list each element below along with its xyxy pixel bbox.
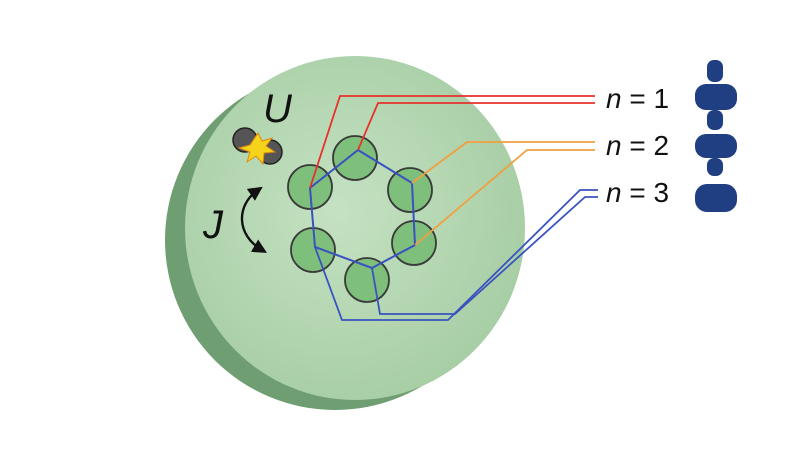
svg-text:n = 3: n = 3 bbox=[606, 177, 669, 208]
interaction-label: U bbox=[263, 87, 293, 131]
level-label-1: n = 1 bbox=[606, 83, 669, 114]
site-2 bbox=[387, 167, 433, 213]
particle-pair bbox=[232, 127, 283, 166]
stacked-pictogram-3-icon bbox=[695, 184, 737, 212]
star-burst-icon bbox=[237, 132, 277, 166]
site-4 bbox=[344, 257, 390, 303]
level-var: n bbox=[606, 83, 622, 114]
curved-double-arrow-icon bbox=[240, 186, 267, 253]
hopping-label: J bbox=[202, 203, 224, 247]
disk-face bbox=[185, 56, 525, 400]
stacked-pictogram-1-icon bbox=[695, 60, 737, 130]
level-var: n bbox=[606, 130, 622, 161]
level-value: 2 bbox=[654, 130, 670, 161]
level-eq: = bbox=[622, 130, 654, 161]
level-eq: = bbox=[622, 177, 654, 208]
stacked-pictogram-2-icon bbox=[695, 134, 737, 176]
svg-text:n = 1: n = 1 bbox=[606, 83, 669, 114]
level-var: n bbox=[606, 177, 622, 208]
level-label-2: n = 2 bbox=[606, 130, 669, 161]
level-value: 3 bbox=[654, 177, 670, 208]
level-value: 1 bbox=[654, 83, 670, 114]
level-eq: = bbox=[622, 83, 654, 114]
level-1-lines bbox=[309, 95, 595, 189]
level-label-3: n = 3 bbox=[606, 177, 669, 208]
level-2-lines bbox=[411, 141, 595, 246]
svg-text:n = 2: n = 2 bbox=[606, 130, 669, 161]
site-1 bbox=[332, 135, 378, 181]
lattice-sites bbox=[287, 135, 437, 303]
level-3-lines bbox=[314, 189, 598, 321]
